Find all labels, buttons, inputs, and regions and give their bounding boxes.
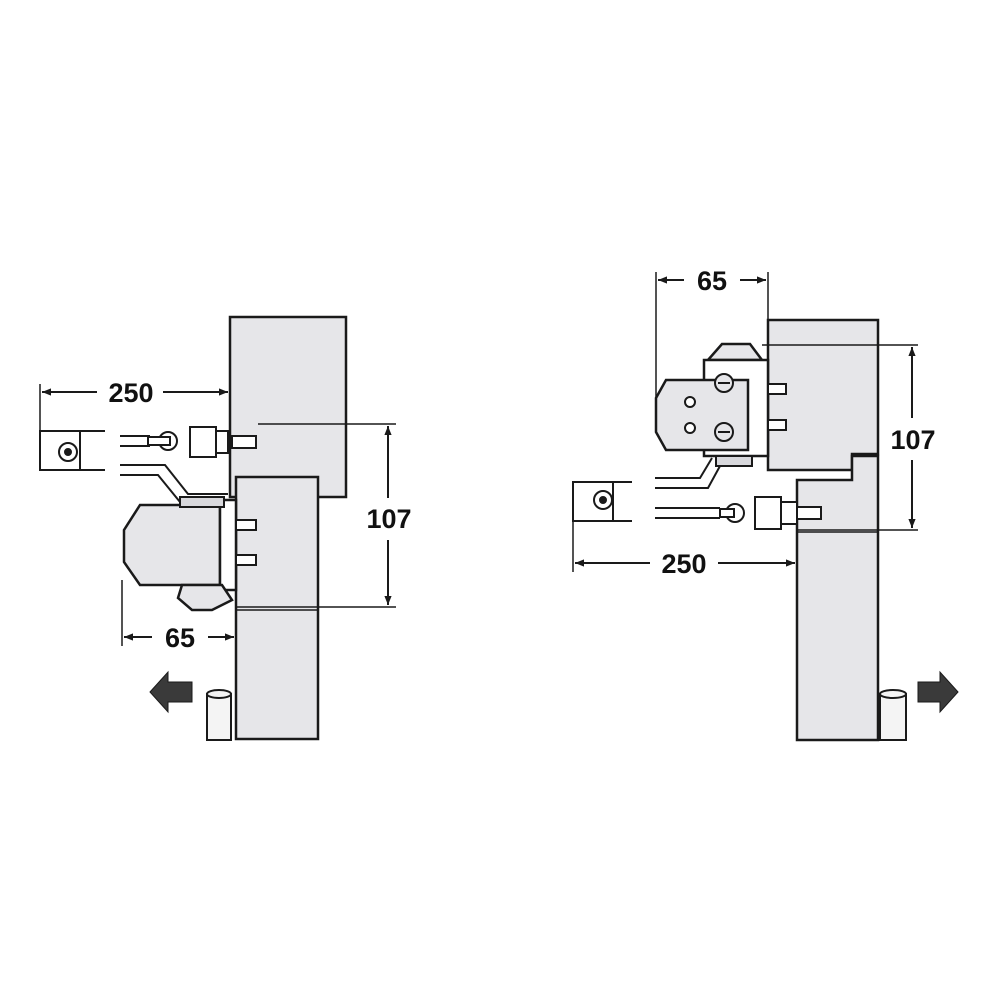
left-dim-250: 250 (39, 378, 231, 430)
right-dim-107-label: 107 (890, 425, 935, 455)
left-dim-250-label: 250 (108, 378, 153, 408)
right-dim-107: 107 (762, 344, 936, 531)
arrow-left-icon (149, 670, 193, 714)
right-arm-bracket (719, 496, 822, 530)
left-closer-body (122, 496, 257, 612)
right-arm-end (572, 481, 614, 522)
right-closer-body (654, 342, 787, 467)
right-dim-250: 250 (572, 521, 798, 579)
right-dim-65-label: 65 (697, 266, 727, 296)
right-view: 65 107 250 (572, 266, 959, 742)
right-dim-65: 65 (655, 266, 769, 398)
left-dim-107: 107 (236, 423, 412, 608)
left-upper-frame (228, 315, 348, 499)
right-upper-frame (766, 318, 880, 472)
left-hinge-pin (206, 689, 232, 741)
arrow-right-icon (917, 670, 959, 714)
left-arm-bracket (147, 426, 257, 458)
right-door-leaf (795, 454, 880, 742)
right-dim-250-label: 250 (661, 549, 706, 579)
left-dim-65: 65 (121, 580, 237, 653)
left-dim-65-label: 65 (165, 623, 195, 653)
left-door-leaf (234, 475, 320, 741)
left-view: 250 107 65 (39, 315, 412, 741)
right-hinge-pin (879, 689, 907, 741)
left-dim-107-label: 107 (366, 504, 411, 534)
left-arm-end (39, 430, 81, 471)
